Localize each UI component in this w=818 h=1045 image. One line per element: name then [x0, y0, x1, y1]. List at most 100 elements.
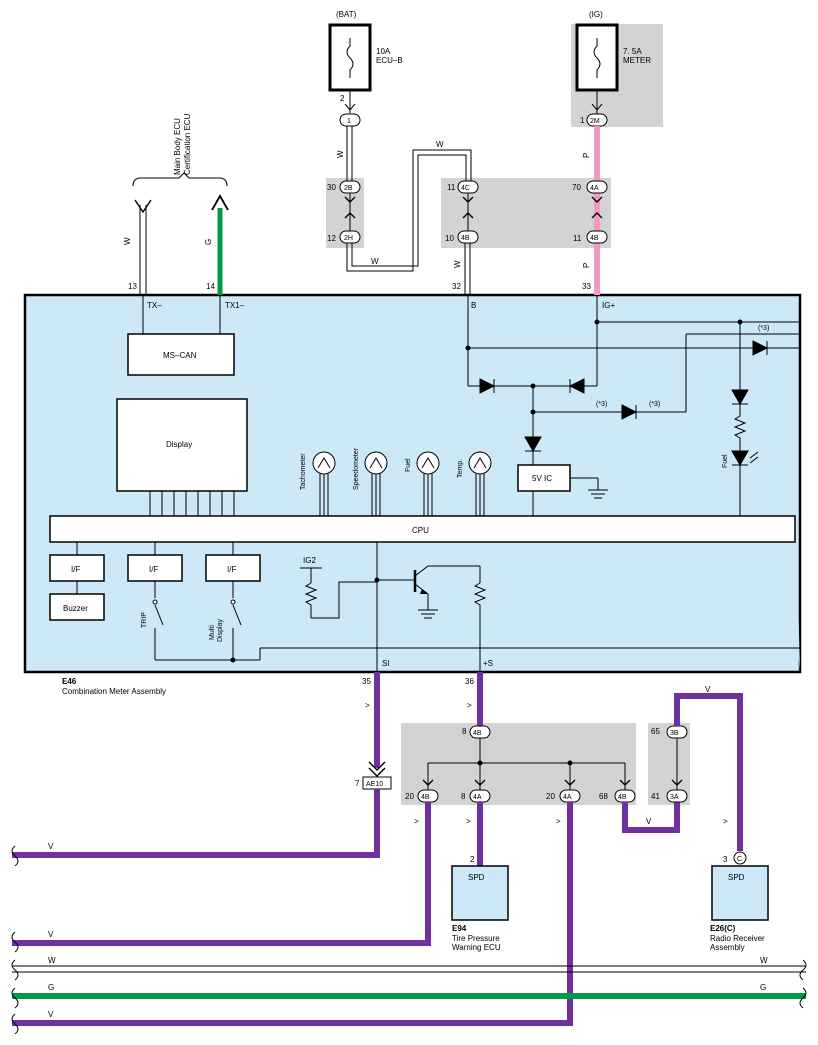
connector-2m-label: 2M [590, 118, 600, 125]
arrow-radio: > [723, 817, 728, 826]
wire-color-g-bus-1: G [48, 983, 54, 992]
terminal-s: +S [483, 659, 493, 668]
ig2-label: IG2 [303, 556, 316, 565]
bottom-bus: W W G G [11, 845, 807, 1035]
display-bus [149, 491, 235, 516]
arrow-4a-2: > [556, 817, 561, 826]
gauge-tachometer-label: Tachometer [300, 453, 307, 490]
j8-4a-pin: 8 [461, 792, 466, 801]
wire-tx1-minus: G 14 [204, 194, 229, 295]
trip-switch-label: TRIP [141, 612, 148, 628]
gauge-speedometer-label: Speedometer [353, 447, 360, 490]
j4b-top-label: 4B [461, 235, 470, 242]
radio-name-2: Assembly [710, 943, 745, 952]
arrow-4b: > [414, 817, 419, 826]
cpu-block [49, 515, 796, 543]
wire-color-v-2: V [48, 930, 54, 939]
j4a-top-label: 4A [590, 185, 599, 192]
main-body-label-2: Certification ECU [183, 113, 192, 175]
wire-color-v-3: V [48, 1010, 54, 1019]
ae10-label: AE10 [366, 781, 383, 788]
if1-label: I/F [71, 565, 80, 574]
wire-color-w-txm: W [123, 237, 132, 245]
radio-name-1: Radio Receiver [710, 934, 765, 943]
tachometer: Tachometer [300, 451, 336, 516]
multi-switch-label-1: Multi [209, 625, 216, 640]
ms-can-block [127, 333, 235, 376]
speed-output-circuit: IG2 [300, 542, 487, 672]
ms-can-label: MS–CAN [163, 351, 197, 360]
ig-source: (IG) 7. 5A METER 1 2M [571, 10, 663, 127]
wire-si: 35 > 7 AE10 V [12, 672, 392, 858]
j4c-pin: 11 [447, 183, 456, 192]
buzzer-label: Buzzer [63, 604, 88, 613]
wire-color-w-b: W [453, 260, 462, 268]
ig-label: (IG) [589, 10, 603, 19]
wire-plus-s: 36 > 8 4B 20 4B 8 4A 20 4A 68 4B > V > [12, 672, 680, 1026]
j41-3a-label: 3A [670, 794, 679, 801]
cpu-label: CPU [412, 526, 429, 535]
bat-label: (BAT) [336, 10, 357, 19]
j68-4b-pin: 68 [599, 792, 608, 801]
note-3: (*3) [758, 325, 769, 332]
radio-id: E26(C) [710, 924, 736, 933]
j2b-label: 2B [344, 185, 353, 192]
wire-color-v-5: V [705, 685, 711, 694]
ig-fuse-icon [593, 38, 601, 78]
tpws-block: SPD [468, 873, 485, 882]
note-1: (*3) [596, 401, 607, 408]
arrow-si: > [365, 701, 370, 710]
tire-pressure-ecu: 2 SPD E94 Tire Pressure Warning ECU [451, 855, 509, 952]
meter-id: E46 [62, 677, 77, 686]
wire-color-g-bus-2: G [760, 983, 766, 992]
main-body-label-1: Main Body ECU [173, 118, 182, 175]
connector-1 [339, 113, 361, 127]
pin-32: 32 [452, 282, 461, 291]
j2b-pin: 30 [327, 183, 336, 192]
j2h-label: 2H [344, 235, 353, 242]
ig-fuse-name: METER [623, 56, 651, 65]
terminal-tx1m: TX1– [225, 301, 245, 310]
j4a-top-pin: 70 [572, 183, 581, 192]
terminal-igp: IG+ [602, 301, 615, 310]
wire-color-w-loop1: W [371, 257, 379, 266]
wire-bat: W 30 2B 12 2H W W 11 4C 10 4B W 32 [327, 126, 479, 295]
wire-color-p-2: P [582, 263, 591, 268]
wire-color-w-loop2: W [436, 140, 444, 149]
5v-ic-label: 5V IC [532, 474, 552, 483]
wire-color-v-1: V [48, 842, 54, 851]
j4b-top2-label: 4B [590, 235, 599, 242]
radio-block: SPD [728, 873, 745, 882]
radio-conn: C [737, 856, 742, 863]
pin-33: 33 [582, 282, 591, 291]
bat-source: (BAT) 10A ECU–B 2 1 [328, 10, 403, 127]
arrow-s: > [467, 701, 472, 710]
buzzer-block [49, 593, 105, 621]
ig-pin: 1 [580, 116, 585, 125]
wire-color-w-bus-1: W [48, 956, 56, 965]
j20-4b-label: 4B [421, 794, 430, 801]
j65-3b-label: 3B [670, 730, 679, 737]
j4b-top2-pin: 11 [573, 234, 582, 243]
wire-tx-minus: W 13 [123, 199, 152, 295]
display-label: Display [166, 440, 192, 449]
gauge-temp-label: Temp. [457, 459, 464, 478]
bat-pin: 2 [340, 94, 345, 103]
wire-color-w-bus-2: W [760, 956, 768, 965]
gauge-fuel-label: Fuel [405, 458, 412, 472]
j8-4a-label: 4A [473, 794, 482, 801]
radio-pin: 3 [723, 855, 728, 864]
note-2: (*3) [649, 401, 660, 408]
j4c-label: 4C [461, 185, 470, 192]
power-circuit: (*3) (*3) (*3) 5V IC Fuel [465, 295, 800, 516]
wire-ig: P 70 4A 11 4B P 33 [572, 126, 608, 295]
j4b-top-pin: 10 [445, 234, 454, 243]
if-blocks: I/F Buzzer I/F TRIP I/F Multi Display [49, 542, 800, 663]
tpws-pin: 2 [470, 855, 475, 864]
j8-4b-label: 4B [473, 730, 482, 737]
pin-13: 13 [128, 282, 137, 291]
radio-receiver: SPD E26(C) Radio Receiver Assembly [710, 865, 769, 952]
terminal-b: B [471, 301, 476, 310]
ae10-pin: 7 [355, 779, 360, 788]
